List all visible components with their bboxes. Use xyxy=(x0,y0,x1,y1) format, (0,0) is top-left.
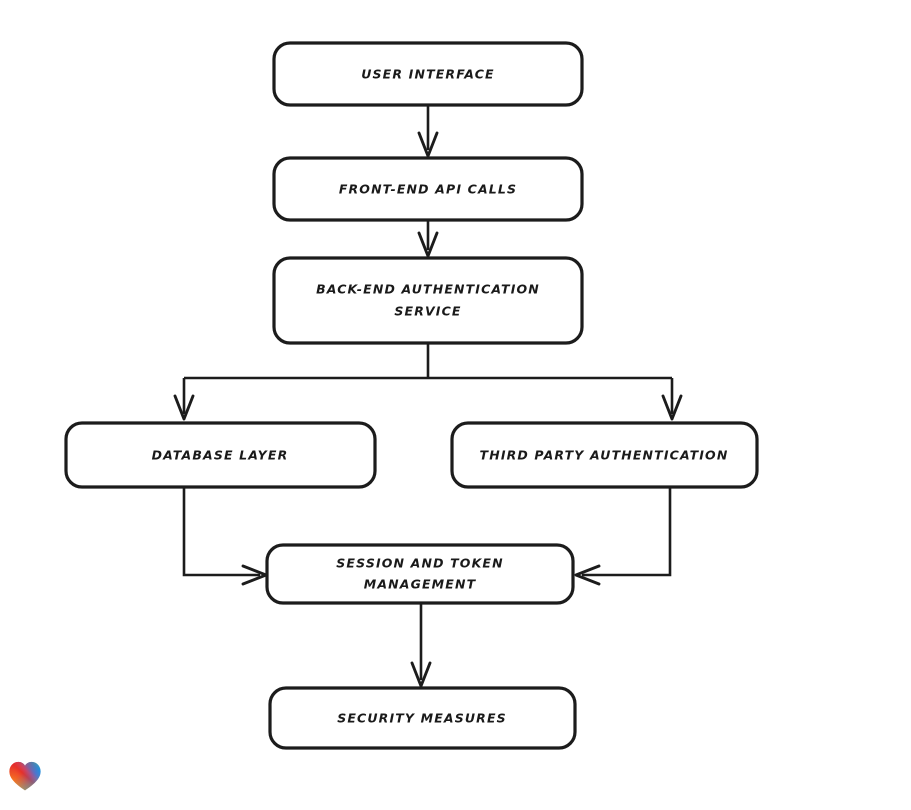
edge-back-end-to-third-party-authentication xyxy=(661,378,683,421)
edge-session-management-to-security-measures xyxy=(410,603,432,688)
edge-third-party-authentication-to-session-management xyxy=(574,487,672,586)
node-third-party-authentication[interactable]: Third Party Authentication xyxy=(450,421,759,489)
node-session-and-token-management-shape[interactable] xyxy=(265,543,575,605)
node-database-layer-shape[interactable] xyxy=(64,421,377,489)
node-back-end-authentication-service-shape[interactable] xyxy=(272,256,584,345)
gradient-heart-icon xyxy=(9,761,41,791)
node-session-and-token-management[interactable]: Session and Token Management xyxy=(265,543,575,605)
node-third-party-authentication-shape[interactable] xyxy=(450,421,759,489)
edge-back-end-split-trunk xyxy=(184,343,672,380)
node-back-end-authentication-service[interactable]: Back-End Authentication Service xyxy=(272,256,584,345)
node-user-interface-shape[interactable] xyxy=(272,41,584,107)
node-session-and-token-management-label-line2: Management xyxy=(364,577,477,592)
node-front-end-api-calls[interactable]: Front-End API Calls xyxy=(272,156,584,222)
edge-back-end-to-database-layer xyxy=(173,378,195,421)
node-front-end-api-calls-label: Front-End API Calls xyxy=(339,182,517,197)
node-database-layer[interactable]: Database Layer xyxy=(64,421,377,489)
node-security-measures-label: Security Measures xyxy=(337,711,507,726)
node-user-interface-label: User Interface xyxy=(361,67,495,82)
node-session-and-token-management-label-line1: Session and Token xyxy=(336,556,503,571)
edge-user-interface-to-front-end xyxy=(417,105,439,158)
node-third-party-authentication-label: Third Party Authentication xyxy=(480,448,729,463)
node-user-interface[interactable]: User Interface xyxy=(272,41,584,107)
edge-front-end-to-back-end xyxy=(417,220,439,258)
node-back-end-authentication-service-label-line2: Service xyxy=(394,304,461,319)
node-security-measures-shape[interactable] xyxy=(268,686,577,750)
node-back-end-authentication-service-label-line1: Back-End Authentication xyxy=(316,282,540,297)
node-front-end-api-calls-shape[interactable] xyxy=(272,156,584,222)
node-database-layer-label: Database Layer xyxy=(152,448,289,463)
node-security-measures[interactable]: Security Measures xyxy=(268,686,577,750)
edge-database-layer-to-session-management xyxy=(182,487,268,586)
